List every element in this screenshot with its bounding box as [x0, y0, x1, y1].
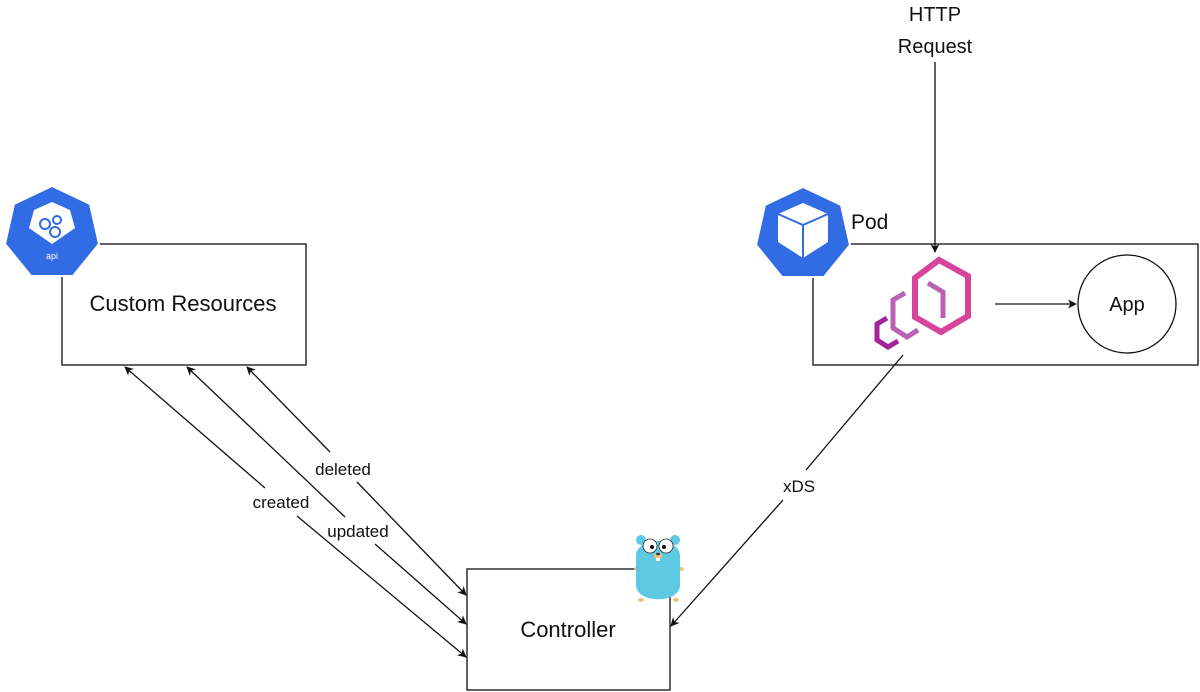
- controller-box: [466, 568, 671, 691]
- xds-edge-label: xDS: [783, 477, 815, 496]
- created-edge-label: created: [253, 493, 310, 512]
- api-icon-label: api: [46, 251, 58, 261]
- pod-label: Pod: [851, 211, 888, 234]
- app-label: App: [1109, 294, 1145, 316]
- deleted-edge: [246, 366, 467, 596]
- updated-edge-label: updated: [327, 522, 388, 541]
- kubernetes-api-icon: api: [3, 184, 101, 277]
- app-circle: [1077, 254, 1177, 354]
- updated-edge: [186, 366, 467, 625]
- envoy-proxy-icon: [874, 256, 971, 350]
- kubernetes-pod-icon: [754, 185, 852, 278]
- xds-edge: [670, 354, 904, 627]
- go-gopher-icon: [634, 535, 684, 602]
- http-request-label-line1: HTTP: [909, 4, 961, 26]
- custom-resources-label: Custom Resources: [89, 291, 276, 316]
- controller-label: Controller: [520, 617, 615, 642]
- http-request-label-line2: Request: [898, 36, 973, 58]
- deleted-edge-label: deleted: [315, 460, 371, 479]
- custom-resources-box: [61, 243, 307, 366]
- created-edge: [124, 366, 467, 658]
